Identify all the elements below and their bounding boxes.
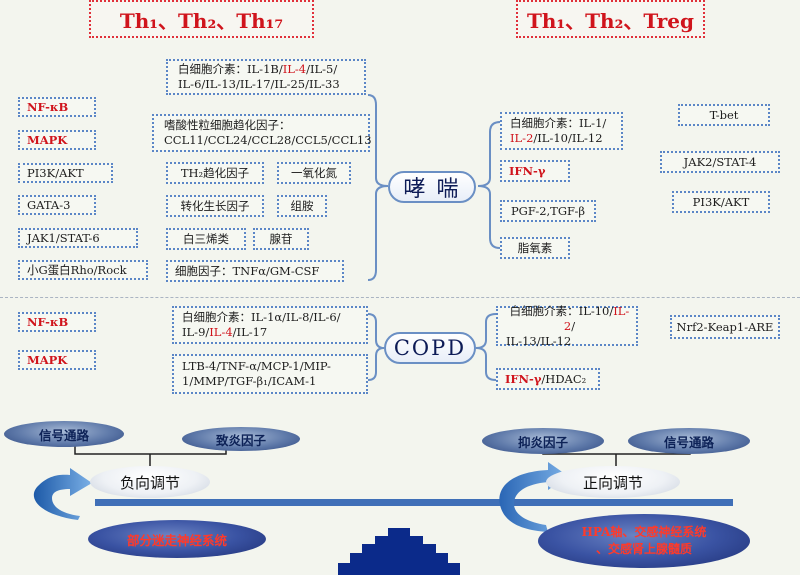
pathway-rho-rock: 小G蛋白Rho/Rock	[18, 260, 148, 280]
pathway-nrf2-keap1-are: Nrf2-Keap1-ARE	[670, 315, 780, 339]
asthma-right-il-line1: 白细胞介素：IL-1/	[510, 116, 607, 130]
pathway-nfkb-asthma: NF-κB	[18, 97, 96, 117]
hpa-sympathetic-ellipse: HPA轴、交感神经系统 、交感肾上腺髓质	[538, 514, 750, 568]
growth-factor: 转化生长因子	[166, 195, 264, 217]
adenosine: 腺苷	[253, 228, 309, 250]
pathway-nfkb-copd: NF-κB	[18, 312, 96, 332]
balance-beam	[95, 499, 733, 506]
copd-ltb4-box: LTB-4/TNF-α/MCP-1/MIP- 1/MMP/TGF-β₁/ICAM…	[172, 354, 368, 394]
pathway-mapk-asthma: MAPK	[18, 130, 96, 150]
copd-right-il-line2: IL-13/IL-12	[506, 333, 572, 348]
th2-chemotactic-factor: TH₂趋化因子	[166, 162, 264, 184]
asthma-il2-highlight: IL-2	[510, 131, 534, 145]
copd-il-line2-b: /IL-17	[232, 325, 268, 339]
histamine: 组胺	[277, 195, 327, 217]
right-anti-inflammatory-ellipse: 抑炎因子	[482, 428, 604, 454]
chemokines-line1: 嗜酸性粒细胞趋化因子：	[164, 118, 291, 132]
pathway-tbet: T-bet	[678, 104, 770, 126]
hpa-line2: 、交感肾上腺髓质	[595, 542, 692, 556]
asthma-hub: 哮 喘	[388, 171, 476, 203]
copd-il4-highlight: IL-4	[209, 325, 233, 339]
asthma-il-line1-a: 白细胞介素：IL-1B/	[178, 62, 283, 76]
tnf-gmcsf: 细胞因子：TNFα/GM-CSF	[166, 260, 344, 282]
section-divider	[0, 297, 800, 298]
positive-regulation-ellipse: 正向调节	[546, 466, 680, 498]
pathway-jak1-stat6: JAK1/STAT-6	[18, 228, 138, 248]
pathway-pi3k-akt-right: PI3K/AKT	[672, 191, 770, 213]
nitric-oxide: 一氧化氮	[277, 162, 351, 184]
copd-il-line2-a: IL-9/	[182, 325, 210, 339]
chemokines-line2: CCL11/CCL24/CCL28/CCL5/CCL13	[164, 133, 372, 147]
leukotrienes: 白三烯类	[166, 228, 246, 250]
asthma-interleukins-box: 白细胞介素：IL-1B/IL-4/IL-5/ IL-6/IL-13/IL-17/…	[166, 59, 366, 95]
negative-regulation-ellipse: 负向调节	[90, 466, 210, 498]
header-left-th-cells: Th₁、Th₂、Th₁₇	[89, 0, 314, 38]
copd-hub: COPD	[384, 332, 476, 364]
asthma-il4-highlight: IL-4	[282, 62, 307, 76]
ifn-gamma-hdac2: IFN-γ/HDAC₂	[496, 368, 600, 390]
copd-interleukins-box: 白细胞介素：IL-1α/IL-8/IL-6/ IL-9/IL-4/IL-17	[172, 306, 368, 344]
pathway-jak2-stat4: JAK2/STAT-4	[660, 151, 780, 173]
asthma-right-il-rest: /IL-10/IL-12	[533, 131, 603, 145]
copd-right-il-line1-a: 白细胞介素：IL-10/	[509, 303, 614, 318]
copd-ltb-line1: LTB-4/TNF-α/MCP-1/MIP-	[182, 359, 331, 373]
asthma-eosinophil-chemokines-box: 嗜酸性粒细胞趋化因子： CCL11/CCL24/CCL28/CCL5/CCL13	[152, 114, 372, 152]
vagus-nervous-system-ellipse: 部分迷走神经系统	[88, 520, 266, 558]
copd-ifn-highlight: IFN-γ	[505, 371, 542, 386]
ifn-gamma-asthma: IFN-γ	[500, 160, 570, 182]
copd-hdac-text: /HDAC₂	[541, 371, 587, 386]
pathway-gata3: GATA-3	[18, 195, 96, 215]
pgf2-tgfb: PGF-2,TGF-β	[500, 200, 596, 222]
pathway-mapk-copd: MAPK	[18, 350, 96, 370]
copd-il2-highlight: IL-2	[563, 303, 630, 333]
left-signal-pathway-ellipse: 信号通路	[4, 421, 124, 447]
right-signal-pathway-ellipse: 信号通路	[628, 428, 750, 454]
asthma-il-line2: IL-6/IL-13/IL-17/IL-25/IL-33	[178, 77, 340, 91]
copd-right-interleukins-box: 白细胞介素：IL-10/IL-2/ IL-13/IL-12	[496, 303, 638, 348]
asthma-right-interleukins-box: 白细胞介素：IL-1/ IL-2/IL-10/IL-12	[500, 112, 623, 150]
header-right-th-cells: Th₁、Th₂、Treg	[516, 0, 705, 38]
copd-right-il-line1-b: /	[571, 318, 576, 333]
left-proinflammatory-ellipse: 致炎因子	[182, 427, 300, 451]
lipoxin: 脂氧素	[500, 237, 570, 259]
asthma-il-line1-b: /IL-5/	[306, 62, 338, 76]
hpa-line1: HPA轴、交感神经系统	[581, 525, 707, 539]
copd-il-line1: 白细胞介素：IL-1α/IL-8/IL-6/	[182, 310, 341, 324]
copd-ltb-line2: 1/MMP/TGF-β₁/ICAM-1	[182, 374, 317, 388]
pathway-pi3k-akt-asthma: PI3K/AKT	[18, 163, 113, 183]
